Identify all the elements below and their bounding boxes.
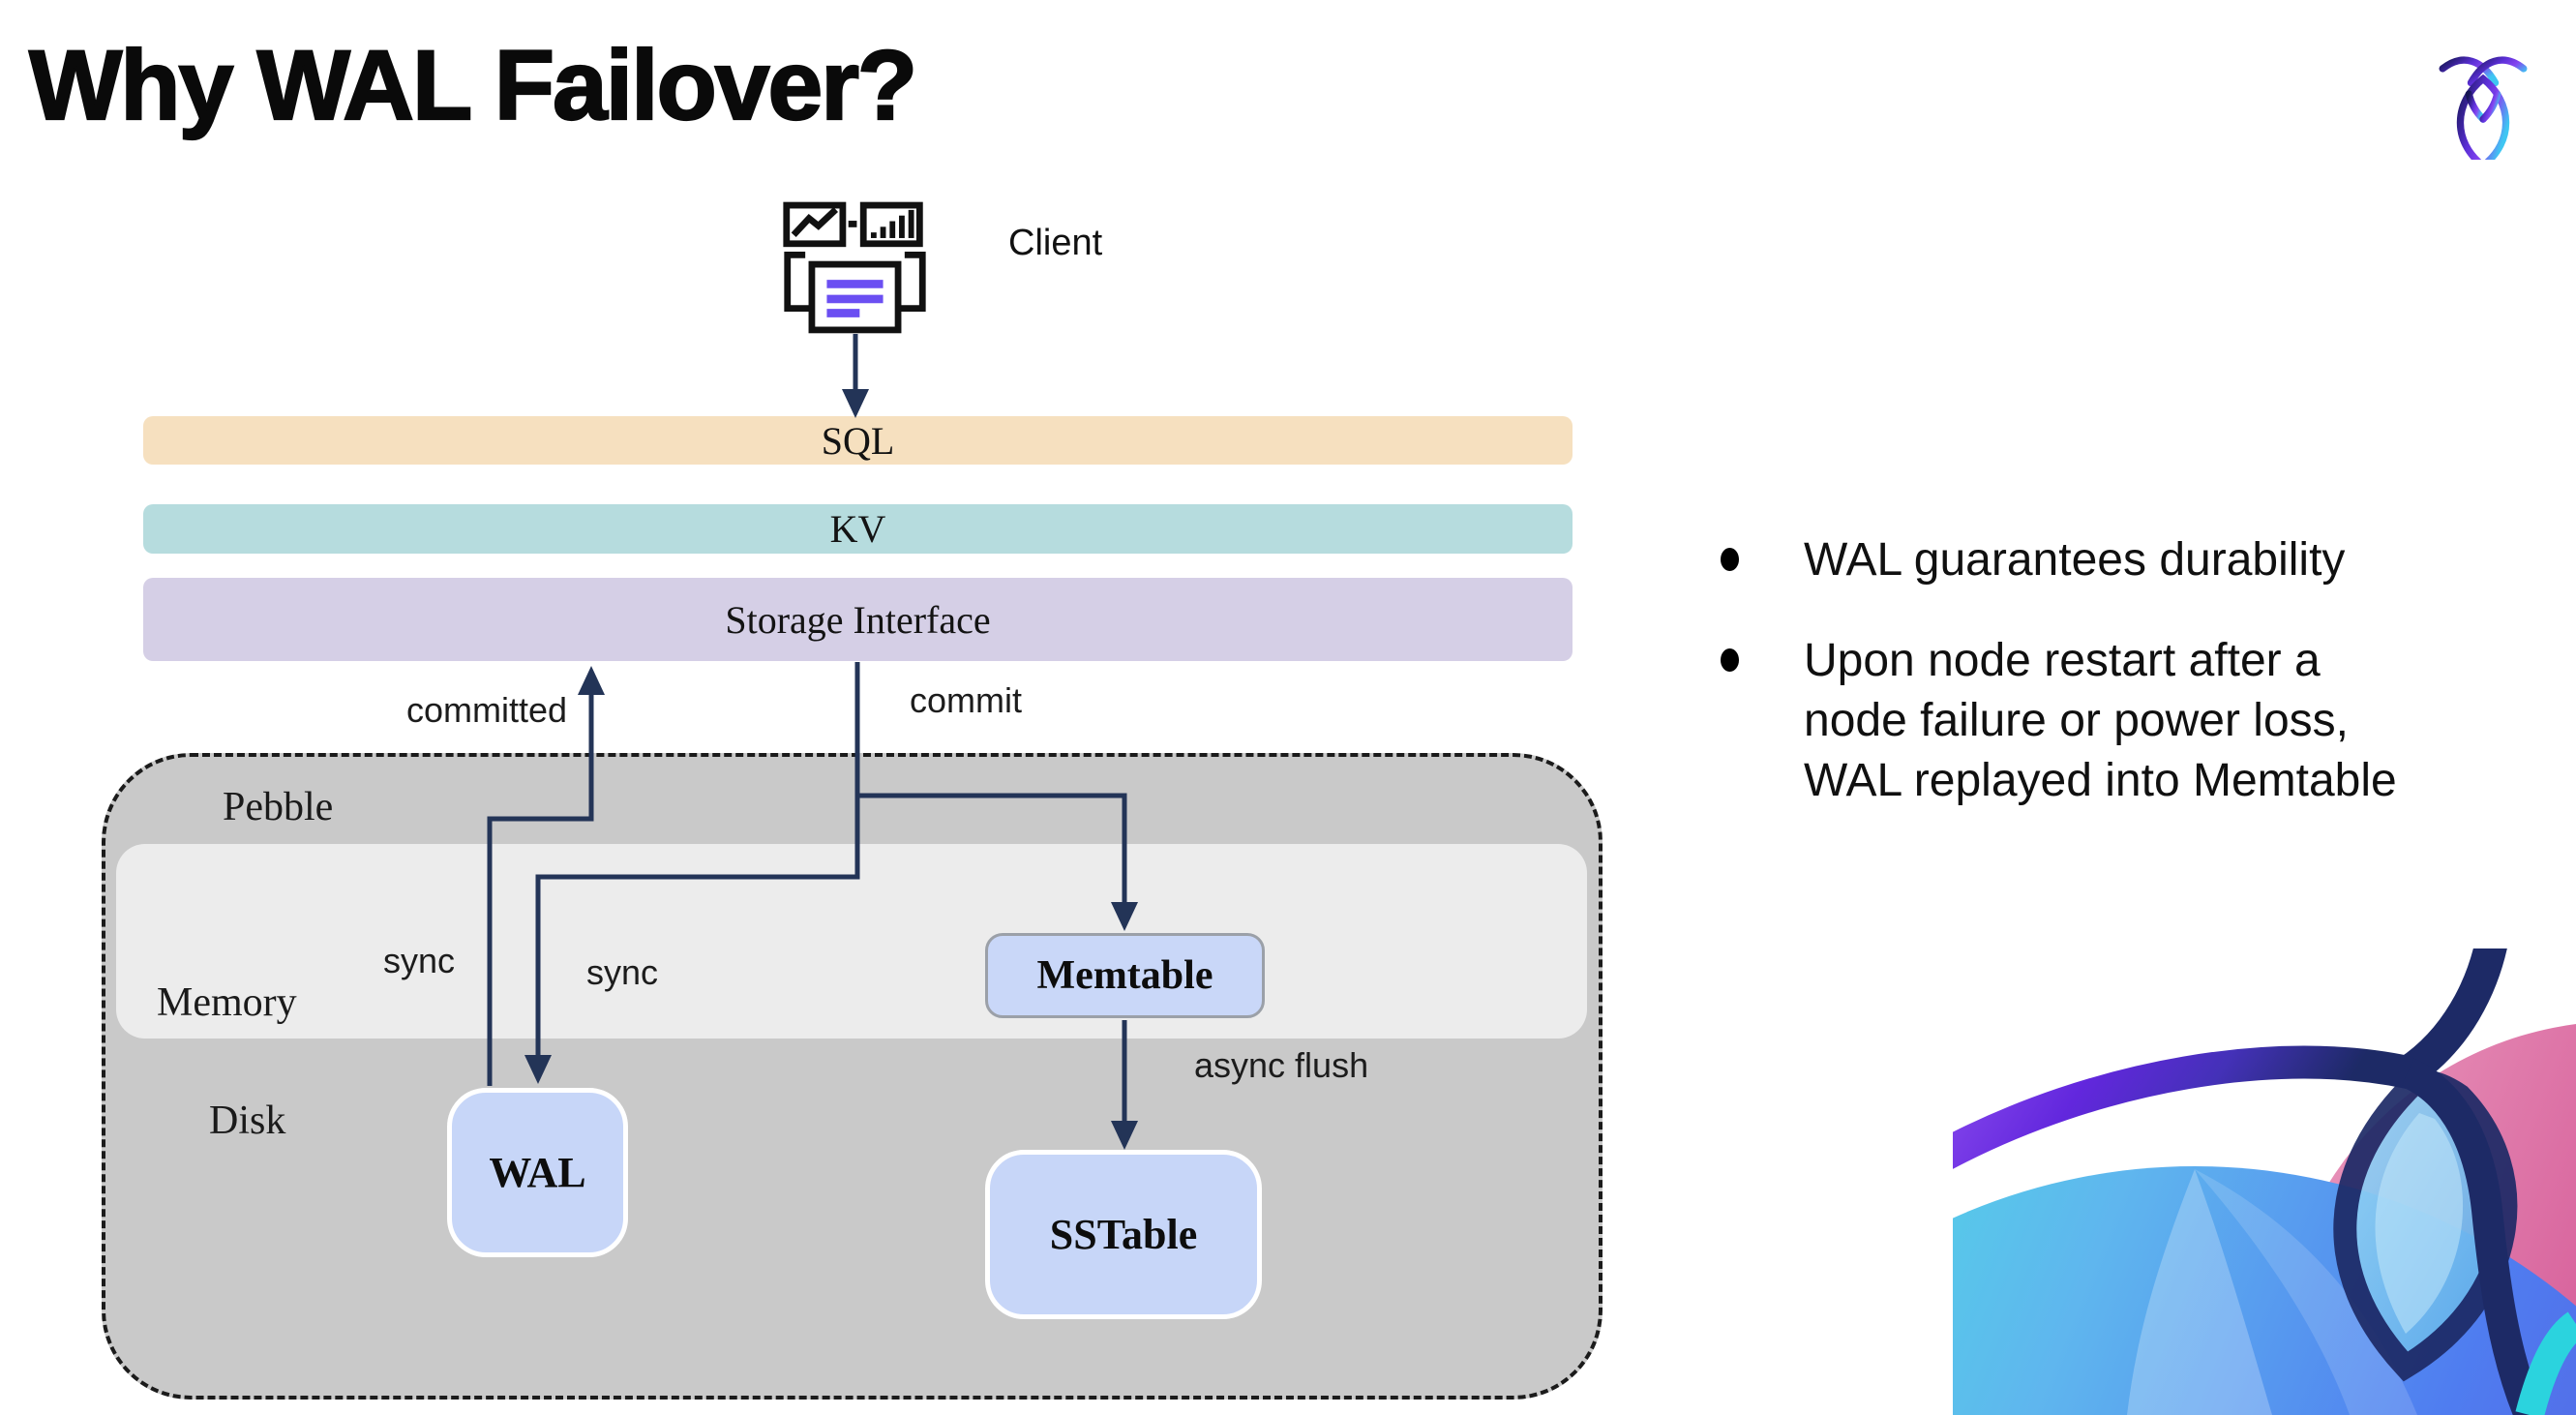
- sstable-node: SSTable: [985, 1150, 1262, 1319]
- art-navy-band: [2400, 1058, 2544, 1415]
- async-flush-edge-label: async flush: [1194, 1045, 1369, 1085]
- layer-bar-sql: SQL: [143, 416, 1573, 465]
- memtable-node: Memtable: [985, 933, 1265, 1018]
- sync-left-edge-label: sync: [383, 941, 456, 980]
- layer-bar-storage-interface: Storage Interface: [143, 578, 1573, 661]
- memory-label: Memory: [157, 980, 297, 1025]
- sync-right-edge-label: sync: [586, 952, 659, 992]
- wal-label: WAL: [489, 1149, 586, 1196]
- layer-label-storage-interface: Storage Interface: [725, 597, 991, 642]
- bullet-item: WAL guarantees durability: [1695, 530, 2566, 590]
- bullet-list: WAL guarantees durability Upon node rest…: [1695, 530, 2566, 852]
- bullet-item: Upon node restart after a node failure o…: [1695, 631, 2566, 811]
- layer-bar-kv: KV: [143, 504, 1573, 554]
- art-petal: [2127, 1169, 2272, 1415]
- cockroachdb-logo-icon: [2439, 56, 2528, 160]
- cockroachdb-brand-art: [1953, 948, 2576, 1415]
- layer-label-sql: SQL: [821, 418, 895, 463]
- commit-edge-label: commit: [910, 680, 1022, 720]
- art-petal: [2195, 1169, 2417, 1415]
- bullet-line: WAL replayed into Memtable: [1804, 755, 2397, 806]
- bullet-line: Upon node restart after a: [1804, 635, 2321, 686]
- page-title: Why WAL Failover?: [28, 29, 918, 141]
- bullet-line: node failure or power loss,: [1804, 695, 2349, 746]
- committed-edge-label: committed: [406, 690, 568, 730]
- disk-label: Disk: [209, 1099, 286, 1143]
- memtable-label: Memtable: [1036, 953, 1213, 998]
- art-leaf-inner: [2375, 1113, 2464, 1334]
- wal-node: WAL: [447, 1088, 628, 1257]
- sstable-label: SSTable: [1049, 1211, 1198, 1258]
- client-label: Client: [1008, 223, 1103, 263]
- art-teal-arc: [2515, 1311, 2576, 1415]
- pebble-label: Pebble: [223, 785, 334, 829]
- art-purple-band: [1953, 948, 2507, 1169]
- layer-label-kv: KV: [829, 507, 886, 551]
- memory-band: [116, 844, 1587, 1039]
- client-workstation-icon: [783, 201, 926, 334]
- bullet-line: WAL guarantees durability: [1804, 534, 2346, 586]
